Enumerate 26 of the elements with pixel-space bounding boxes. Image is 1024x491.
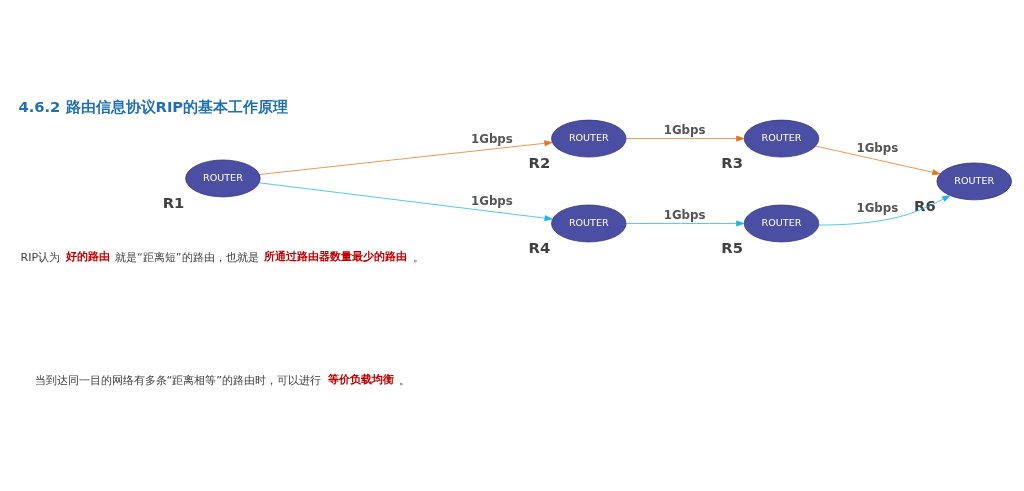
edge-label: 1Gbps [471,131,513,146]
edge-label: 1Gbps [663,122,706,137]
edge-label: 1Gbps [856,200,899,215]
edge-label: 1Gbps [663,207,706,222]
node-label: R5 [721,238,743,256]
node-label: R3 [721,153,743,171]
node-ellipse: ROUTER [551,204,627,242]
arrow [815,145,941,175]
label: 当到达同一目的网络有多条“距离相等”的路由时，可以进行等价负载均衡。 [34,372,411,387]
node-label: R4 [528,238,551,256]
arrow [258,181,553,221]
node-ellipse: ROUTER [551,119,627,157]
label: RIP认为好的路由就是“距离短”的路由，也就是所通过路由器数量最少的路由。 [20,249,425,264]
edge-label: 1Gbps [856,140,899,155]
arrow [625,135,745,141]
node-label: R2 [528,153,551,171]
node-ellipse: ROUTER [743,119,820,157]
edge-label: 1Gbps [471,193,513,208]
node-label: R1 [162,193,185,211]
node-label: R6 [914,196,936,214]
node-ellipse: ROUTER [743,204,820,242]
arrow [818,194,951,225]
arrow [625,220,745,226]
arrow [259,139,553,175]
node-ellipse: ROUTER [185,159,261,197]
diagram-title: 4.6.2 路由信息协议RIP的基本工作原理 [18,97,289,115]
